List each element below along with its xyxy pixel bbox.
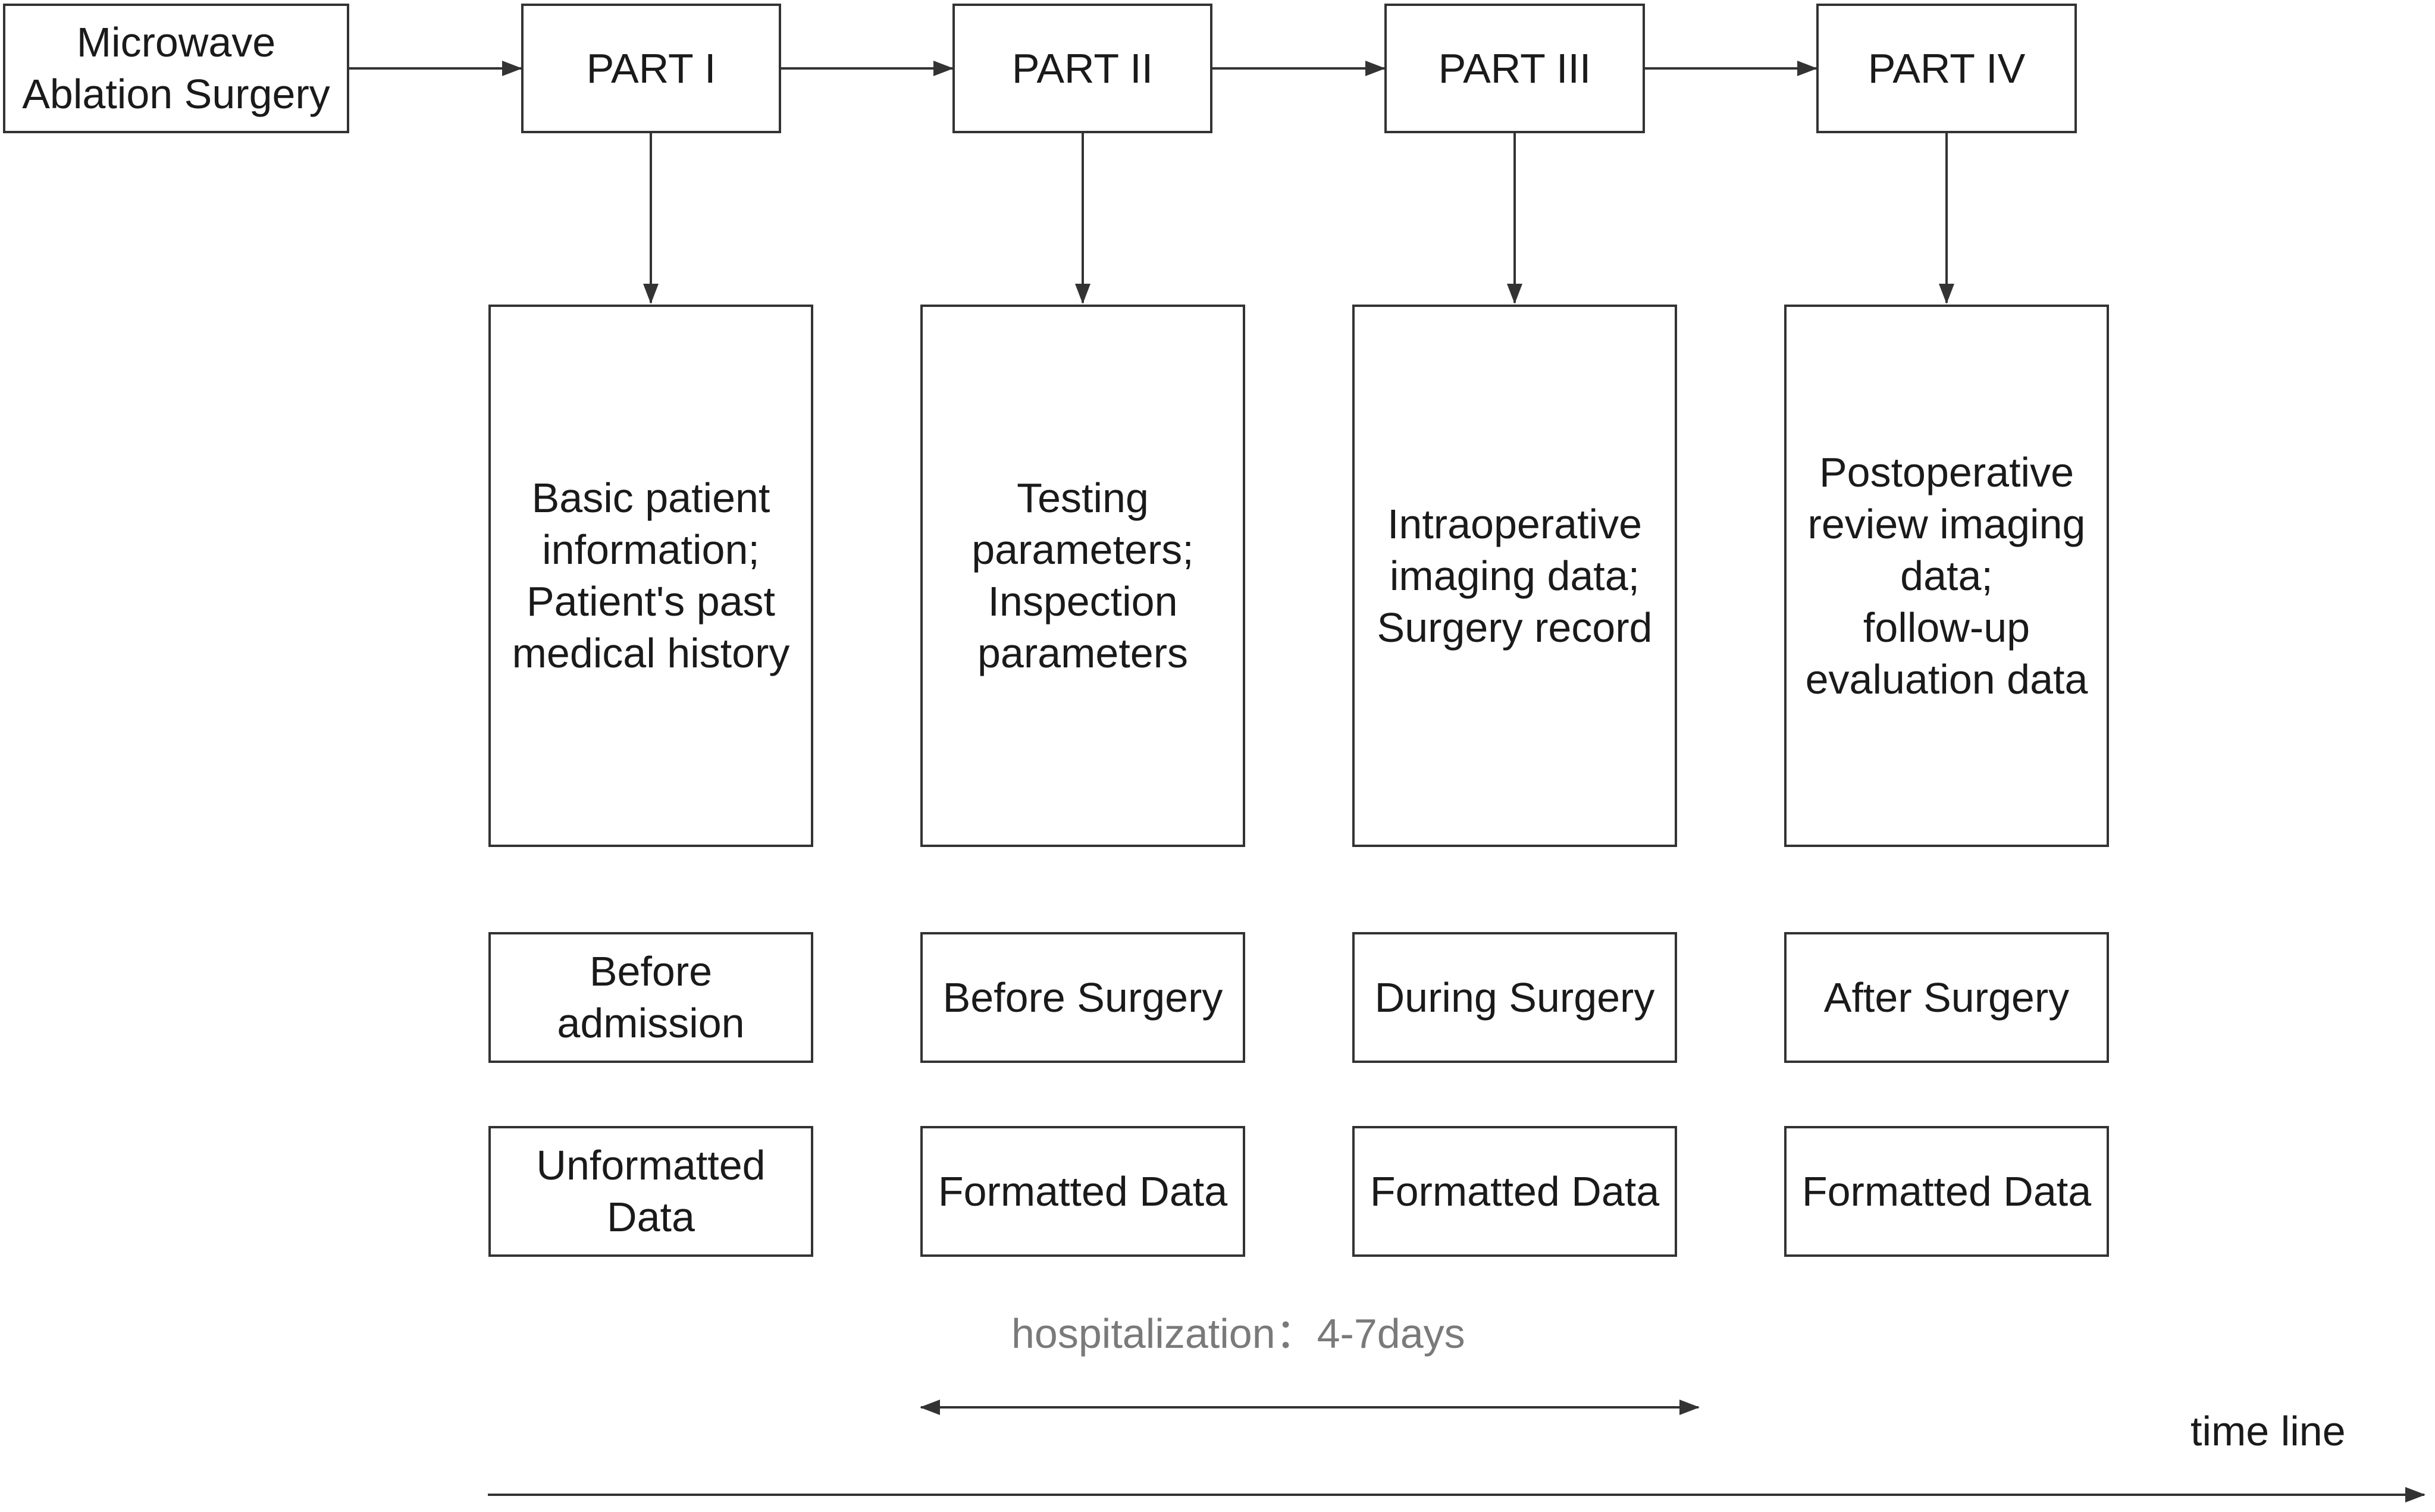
part-3-title-box: PART III (1384, 4, 1645, 133)
part-1-phase: Before admission (557, 948, 745, 1046)
part-1-phase-box: Before admission (488, 932, 813, 1063)
part-4-format-box: Formatted Data (1784, 1126, 2109, 1257)
part-4-phase: After Surgery (1823, 974, 2070, 1021)
part-2-title: PART II (1011, 45, 1154, 92)
part-2-format: Formatted Data (938, 1168, 1228, 1215)
part-2-content: Testing parameters; Inspection parameter… (972, 475, 1194, 676)
part-3-content-box: Intraoperative imaging data; Surgery rec… (1352, 305, 1677, 847)
part-1-format-box: Unformatted Data (488, 1126, 813, 1257)
part-4-title: PART IV (1867, 45, 2026, 92)
part-4-content-box: Postoperative review imaging data; follo… (1784, 305, 2109, 847)
part-4-content: Postoperative review imaging data; follo… (1805, 448, 2088, 702)
hospitalization-label: hospitalization：4-7days (1011, 1310, 1465, 1357)
part-2-content-box: Testing parameters; Inspection parameter… (920, 305, 1245, 847)
start-label: Microwave Ablation Surgery (22, 19, 330, 117)
part-3-phase: During Surgery (1374, 974, 1655, 1021)
part-3-format: Formatted Data (1370, 1168, 1660, 1215)
start-box: Microwave Ablation Surgery (3, 4, 349, 133)
part-2-format-box: Formatted Data (920, 1126, 1245, 1257)
part-3-title: PART III (1438, 45, 1591, 92)
part-1-title-box: PART I (521, 4, 781, 133)
part-4-phase-box: After Surgery (1784, 932, 2109, 1063)
part-1-content: Basic patient information; Patient's pas… (512, 475, 790, 676)
part-1-format: Unformatted Data (536, 1142, 766, 1240)
part-2-phase-box: Before Surgery (920, 932, 1245, 1063)
part-4-format: Formatted Data (1801, 1168, 2092, 1215)
part-3-phase-box: During Surgery (1352, 932, 1677, 1063)
part-3-format-box: Formatted Data (1352, 1126, 1677, 1257)
part-3-content: Intraoperative imaging data; Surgery rec… (1377, 500, 1653, 651)
part-2-phase: Before Surgery (942, 974, 1223, 1021)
timeline-label: time line (2190, 1408, 2346, 1454)
part-1-content-box: Basic patient information; Patient's pas… (488, 305, 813, 847)
part-2-title-box: PART II (952, 4, 1212, 133)
part-4-title-box: PART IV (1816, 4, 2077, 133)
part-1-title: PART I (586, 45, 716, 92)
